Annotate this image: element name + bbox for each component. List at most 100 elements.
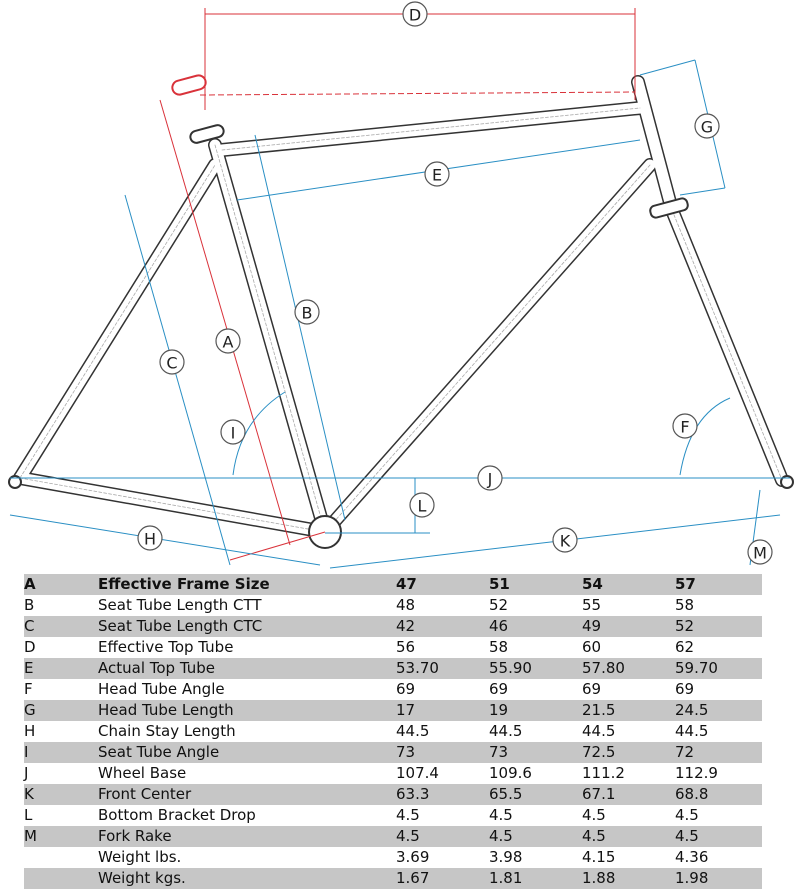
row-letter [24,847,98,868]
row-letter: L [24,806,33,824]
row-value: 67.1 [582,785,616,803]
row-value: 60 [582,638,602,656]
svg-text:J: J [487,470,493,489]
row-value: 19 [489,701,509,719]
row-value: 4.5 [582,827,606,845]
row-value: 57.80 [582,659,625,677]
row-value: 112.9 [675,764,718,782]
row-value: 69 [489,680,509,698]
label-j: J [477,465,503,491]
row-label: Seat Tube Angle [98,743,220,761]
row-label: Seat Tube Length CTT [98,596,262,614]
row-letter: D [24,638,36,656]
row-value: 44.5 [675,722,709,740]
row-value: 24.5 [675,701,709,719]
row-value: 4.5 [675,806,699,824]
row-label: Weight kgs. [98,869,186,887]
label-c: C [159,349,185,375]
label-h: H [137,525,163,551]
row-value: 1.67 [396,869,430,887]
svg-text:E: E [432,166,442,185]
row-label: Wheel Base [98,764,187,782]
row-value: 72.5 [582,743,616,761]
svg-text:H: H [144,530,156,549]
seatpost-top [171,74,207,96]
row-letter: G [24,701,36,719]
row-value: 44.5 [489,722,523,740]
row-value: 58 [489,638,509,656]
row-value: 17 [396,701,416,719]
svg-text:G: G [701,118,713,137]
label-e: E [424,161,450,187]
size-47: 47 [396,575,417,593]
row-value: 49 [582,617,602,635]
svg-text:L: L [418,497,427,516]
row-value: 42 [396,617,416,635]
row-label: Head Tube Angle [98,680,225,698]
row-letter: K [24,785,34,803]
svg-text:I: I [231,424,236,443]
svg-text:C: C [166,354,177,373]
row-value: 4.5 [582,806,606,824]
row-letter: B [24,596,35,614]
row-letter: M [24,827,37,845]
row-value: 48 [396,596,416,614]
row-value: 53.70 [396,659,439,677]
row-value: 73 [396,743,416,761]
row-value: 4.5 [489,806,513,824]
row-value: 46 [489,617,509,635]
geometry-table: A Effective Frame Size 47 51 54 57 B Seat… [24,574,762,889]
row-label: Effective Top Tube [98,638,234,656]
row-label: Front Center [98,785,192,803]
row-value: 69 [582,680,602,698]
row-value: 63.3 [396,785,430,803]
size-54: 54 [582,575,603,593]
label-m: M [747,539,773,565]
svg-text:M: M [753,544,767,563]
row-value: 73 [489,743,509,761]
row-letter: I [24,743,29,761]
row-value: 44.5 [582,722,616,740]
row-letter: F [24,680,33,698]
label-g: G [694,113,720,139]
seat-collar [189,124,225,144]
svg-text:F: F [680,418,689,437]
row-value: 4.5 [396,806,420,824]
rear-dropout [8,475,22,489]
row-value: 68.8 [675,785,709,803]
row-value: 4.5 [396,827,420,845]
svg-text:B: B [302,304,313,323]
row-value: 3.98 [489,848,523,866]
row-value: 1.88 [582,869,616,887]
row-value: 52 [675,617,695,635]
row-label: Actual Top Tube [98,659,215,677]
row-value: 4.15 [582,848,616,866]
row-value: 4.5 [675,827,699,845]
front-dropout [780,475,794,489]
row-letter: J [24,764,29,782]
row-value: 1.81 [489,869,523,887]
row-label: Seat Tube Length CTC [98,617,263,635]
row-value: 72 [675,743,695,761]
svg-text:K: K [560,532,571,551]
row-label: Chain Stay Length [98,722,236,740]
svg-text:D: D [409,6,421,25]
svg-text:A: A [223,333,234,352]
row-value: 109.6 [489,764,532,782]
label-d: D [402,1,428,27]
row-label: Weight lbs. [98,848,182,866]
table-header-row: A Effective Frame Size 47 51 54 57 [24,574,762,595]
row-value: 62 [675,638,695,656]
